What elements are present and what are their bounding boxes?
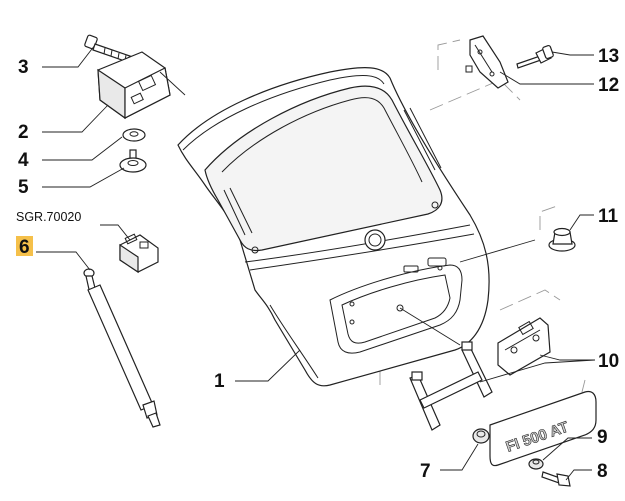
callout-labels: 3 2 4 5 SGR.70020 6 1 7 9 8 10 11 12 13 — [16, 46, 619, 482]
label-4: 4 — [18, 150, 29, 171]
label-12: 12 — [598, 75, 619, 96]
model-badge: FI 500 AT — [489, 390, 597, 467]
rubber-stop — [548, 227, 576, 252]
upper-hinge-plate — [465, 35, 509, 89]
badge-nut — [528, 458, 544, 470]
label-1: 1 — [214, 371, 225, 392]
label-10: 10 — [598, 351, 619, 372]
strut-bracket-clip — [119, 233, 159, 274]
licence-plate-recess — [329, 264, 463, 354]
badge-bolt — [541, 471, 571, 487]
label-13: 13 — [598, 46, 619, 67]
label-8: 8 — [597, 461, 608, 482]
tailgate-hinge — [97, 51, 186, 120]
cap-stud — [119, 149, 147, 173]
label-11: 11 — [598, 206, 619, 227]
rear-window-glass — [204, 85, 443, 252]
label-2: 2 — [18, 122, 29, 143]
reference-code: SGR.70020 — [16, 210, 81, 224]
latch-bracket — [497, 317, 551, 376]
emblem-icon — [364, 229, 386, 251]
label-6-highlight — [16, 236, 33, 256]
plug-cap — [472, 428, 490, 444]
screw — [516, 44, 554, 69]
washer — [122, 128, 146, 142]
label-5: 5 — [18, 177, 29, 198]
label-6: 6 — [19, 237, 30, 258]
label-3: 3 — [18, 57, 29, 78]
h-reinforcement-bracket — [409, 341, 493, 431]
gas-strut — [83, 268, 161, 428]
label-9: 9 — [597, 427, 608, 448]
leader-lines — [36, 44, 596, 481]
tailgate-panel — [177, 67, 490, 387]
label-7: 7 — [420, 461, 431, 482]
